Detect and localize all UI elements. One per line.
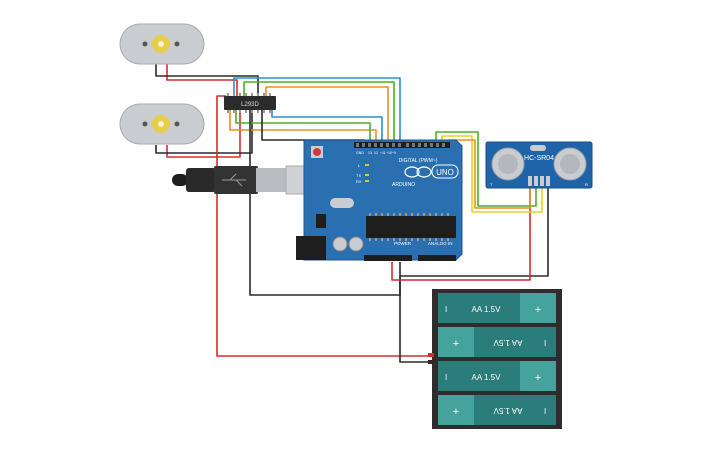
driver-label: L293D <box>241 102 259 108</box>
ultrasonic-sensor[interactable]: HC-SR04 T R <box>485 141 593 189</box>
wire-motor-top-red[interactable] <box>166 64 238 96</box>
driver-pins <box>227 93 271 113</box>
sensor-crystal <box>530 145 546 151</box>
battery-pack[interactable]: AA 1.5V + I AA 1.5V + I AA 1.5V + I AA 1… <box>428 289 562 429</box>
arduino-power-jack <box>296 236 326 260</box>
svg-text:12: 12 <box>374 151 378 155</box>
motor-top-screw-right <box>174 41 180 47</box>
digital-label: DIGITAL (PWM~) <box>399 158 438 164</box>
wire-orange-2[interactable] <box>229 110 377 145</box>
arduino-mcu-chip <box>366 216 456 238</box>
svg-text:~10: ~10 <box>386 151 392 155</box>
power-label: POWER <box>394 241 412 246</box>
wire-motor-top-black[interactable] <box>155 64 259 96</box>
cell-4-minus: I <box>544 407 546 416</box>
sensor-mesh-right <box>560 154 580 174</box>
svg-text:~11: ~11 <box>380 151 386 155</box>
cell-4-label: AA 1.5V <box>493 406 523 415</box>
arduino-model: UNO <box>436 168 454 177</box>
arduino-leds: L TX RX <box>356 163 369 184</box>
wire-green-2[interactable] <box>235 110 371 145</box>
arduino-capacitor-1 <box>332 236 348 252</box>
usb-metal-plug <box>256 168 286 192</box>
battery-terminal-negative[interactable] <box>428 360 434 364</box>
motor-bottom-screw-left <box>142 121 148 127</box>
arduino-crystal <box>330 198 354 208</box>
arduino-brand: ARDUINO <box>392 182 415 188</box>
led-tx-label: TX <box>356 173 361 178</box>
battery-cell-1: AA 1.5V + I <box>438 293 556 323</box>
power-header[interactable] <box>364 255 412 261</box>
dc-motor-bottom[interactable] <box>119 103 205 145</box>
wire-motor-bot-black[interactable] <box>155 110 253 154</box>
battery-cell-3: AA 1.5V + I <box>438 361 556 391</box>
wire-green-1[interactable] <box>243 81 395 145</box>
cell-4-plus: + <box>453 406 459 418</box>
arduino-logo: ARDUINO UNO <box>392 164 459 188</box>
wire-green-sensor[interactable] <box>435 131 537 207</box>
motor-bottom-screw-right <box>174 121 180 127</box>
battery-cell-2: AA 1.5V + I <box>438 327 556 357</box>
arduino-reset-cap[interactable] <box>313 148 321 156</box>
cell-1-plus: + <box>535 304 541 316</box>
digital-header[interactable] <box>354 142 450 148</box>
usb-cable-body <box>186 168 216 192</box>
svg-text:GND: GND <box>356 151 364 155</box>
wire-black-battery[interactable] <box>399 188 549 363</box>
sensor-mark-right: R <box>585 182 588 187</box>
driver-body <box>224 96 276 110</box>
battery-cell-4: AA 1.5V + I <box>438 395 556 425</box>
svg-text:13: 13 <box>368 151 372 155</box>
wire-yellow-sensor[interactable] <box>441 135 543 213</box>
motor-top-screw-left <box>142 41 148 47</box>
svg-text:~9: ~9 <box>392 151 396 155</box>
mcu-pins <box>369 213 449 241</box>
motor-top-shaft <box>158 41 164 47</box>
dc-motor-top[interactable] <box>119 23 205 65</box>
wire-red-battery[interactable] <box>216 95 432 357</box>
battery-terminal-positive[interactable] <box>428 353 434 357</box>
analog-header[interactable] <box>418 255 456 261</box>
wire-orange-1[interactable] <box>265 86 389 145</box>
sensor-pins[interactable] <box>528 176 550 186</box>
cell-3-plus: + <box>535 372 541 384</box>
usb-cable-tail <box>172 174 188 186</box>
cell-1-label: AA 1.5V <box>472 305 502 314</box>
arduino-capacitor-2 <box>348 236 364 252</box>
sensor-label: HC-SR04 <box>524 155 554 162</box>
cell-2-label: AA 1.5V <box>493 338 523 347</box>
usb-cable[interactable] <box>172 165 327 195</box>
sensor-mesh-left <box>498 154 518 174</box>
wire-motor-bot-red[interactable] <box>166 110 241 158</box>
cell-2-plus: + <box>453 338 459 350</box>
usb-icon <box>222 173 246 187</box>
wire-blue-1[interactable] <box>233 77 401 145</box>
sensor-mark-left: T <box>490 182 493 187</box>
cell-3-label: AA 1.5V <box>472 373 502 382</box>
cell-3-minus: I <box>445 373 447 382</box>
wire-blue-2[interactable] <box>271 110 383 145</box>
led-l-label: L <box>358 163 361 168</box>
arduino-regulator <box>316 214 326 228</box>
analog-label: ANALOG IN <box>428 241 453 246</box>
wire-red-sensor[interactable] <box>391 188 531 281</box>
cell-1-minus: I <box>445 305 447 314</box>
led-rx-label: RX <box>356 179 362 184</box>
wires <box>155 64 549 363</box>
motor-bottom-shaft <box>158 121 164 127</box>
cell-2-minus: I <box>544 339 546 348</box>
motor-driver-chip[interactable]: L293D <box>224 93 276 113</box>
